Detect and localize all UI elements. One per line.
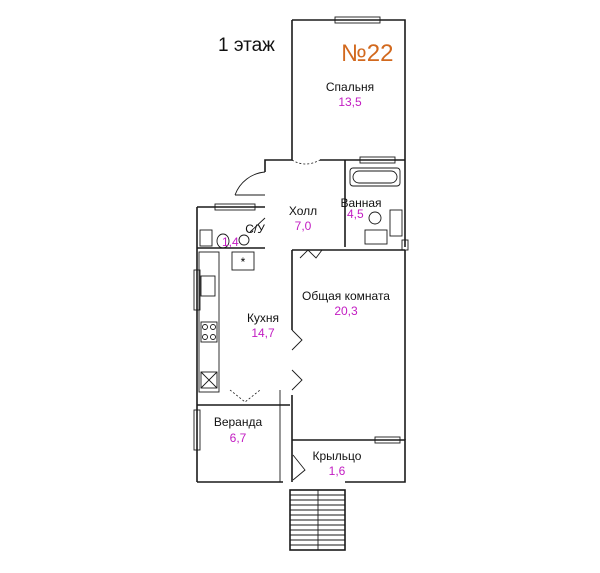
room-area-veranda: 6,7 [230, 431, 247, 445]
room-area-living: 20,3 [334, 304, 358, 318]
bathroom-toilet [368, 211, 382, 225]
kitchen-counter [198, 251, 220, 393]
room-name-living: Общая комната [302, 289, 390, 303]
bathtub [349, 167, 401, 187]
kitchen-stove [200, 321, 218, 343]
wc-sink [238, 234, 250, 246]
room-area-porch: 1,6 [329, 464, 346, 478]
room-name-hall: Холл [289, 204, 317, 218]
boiler [231, 251, 255, 271]
room-name-bathroom: Ванная [340, 196, 381, 210]
room-area-hall: 7,0 [295, 219, 312, 233]
room-area-kitchen: 14,7 [251, 326, 275, 340]
kitchen-cabinet [200, 371, 218, 389]
room-area-bedroom: 13,5 [338, 95, 362, 109]
walls [196, 19, 406, 483]
kitchen-sink [200, 275, 216, 297]
room-area-bathroom: 4,5 [347, 207, 364, 221]
stairs [289, 489, 346, 551]
room-name-wc: С/У [245, 222, 265, 236]
wc-toilet [216, 233, 230, 249]
floor-label: 1 этаж [218, 35, 275, 56]
doors [229, 159, 346, 481]
room-area-wc: 1,4 [222, 235, 239, 249]
svg-text:*: * [241, 255, 246, 269]
room-name-bedroom: Спальня [326, 80, 374, 94]
room-name-veranda: Веранда [214, 415, 263, 429]
room-name-porch: Крыльцо [313, 449, 362, 463]
bathroom-sink [389, 209, 403, 237]
labels: 1 этаж №22 Спальня 13,5 Холл 7,0 Ванная … [214, 35, 394, 478]
apartment-number: №22 [341, 40, 393, 67]
bathroom-washer [364, 229, 388, 245]
fixtures: * [198, 167, 403, 393]
room-name-kitchen: Кухня [247, 311, 279, 325]
wc-cistern [199, 229, 213, 247]
windows [193, 16, 409, 451]
